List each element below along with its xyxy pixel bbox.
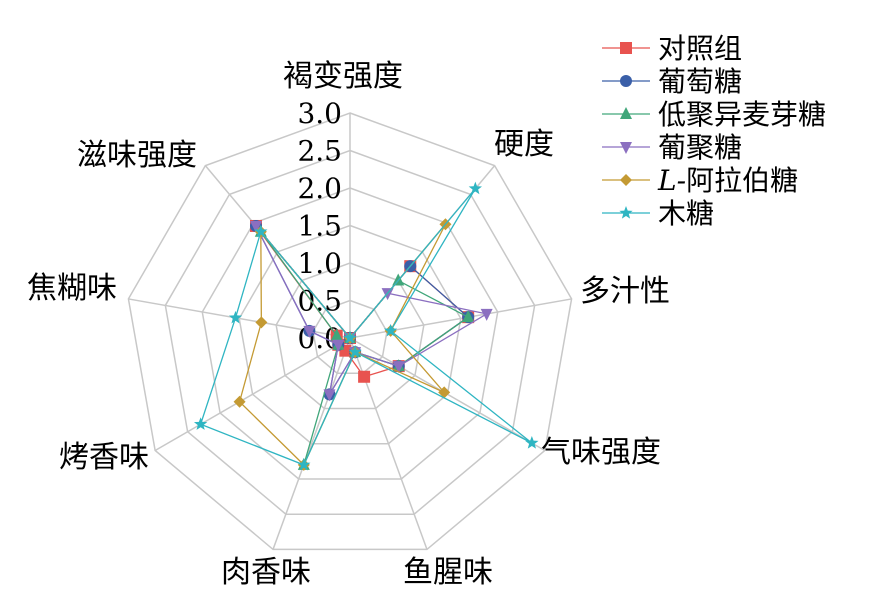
legend-label: 葡聚糖	[658, 131, 742, 164]
data-point	[525, 436, 539, 449]
legend-item: L-阿拉伯糖	[602, 164, 798, 197]
grid-ring	[275, 262, 425, 410]
data-point	[392, 361, 405, 374]
legend-item: 低聚异麦芽糖	[602, 98, 826, 131]
axis-label: 滋味强度	[77, 138, 197, 173]
tick-label: 1.5	[297, 210, 342, 243]
grid-spoke	[154, 337, 351, 452]
grid-ring	[201, 187, 499, 480]
data-point	[462, 310, 475, 323]
axis-label: 焦糊味	[27, 271, 117, 306]
data-point	[323, 389, 336, 402]
legend-marker	[620, 107, 632, 119]
grid-ring	[164, 149, 536, 515]
series-2	[254, 224, 475, 470]
data-point	[383, 323, 398, 337]
axis-label: 肉香味	[221, 555, 311, 590]
axis-label: 多汁性	[580, 274, 670, 309]
data-point	[193, 417, 208, 430]
data-point	[480, 308, 493, 321]
legend-item: 葡聚糖	[602, 131, 742, 164]
axis-label: 烤香味	[59, 440, 149, 475]
axis-label: 气味强度	[541, 435, 661, 470]
legend-marker	[620, 174, 632, 186]
axis-label: 硬度	[494, 127, 554, 162]
data-point	[343, 331, 357, 344]
legend-label: 低聚异麦芽糖	[658, 98, 826, 131]
series-5	[193, 181, 539, 471]
grid-spoke	[349, 298, 572, 339]
grid-ring	[238, 224, 462, 445]
series-3	[249, 220, 493, 402]
data-point	[254, 224, 268, 238]
tick-label: 2.0	[297, 172, 342, 205]
legend-label: 对照组	[658, 32, 742, 65]
series-line	[199, 188, 533, 466]
series-line	[260, 231, 470, 466]
series-line	[255, 225, 489, 395]
legend-marker	[620, 75, 632, 87]
legend-marker	[619, 206, 633, 219]
series-0	[249, 219, 475, 383]
legend-item: 木糖	[602, 197, 714, 230]
data-point	[249, 220, 262, 233]
data-point	[228, 310, 243, 324]
tick-label: 2.5	[297, 135, 342, 168]
legend-label: 木糖	[658, 197, 714, 230]
legend-label: L-阿拉伯糖	[657, 164, 798, 197]
data-point	[255, 316, 268, 329]
legend-item: 对照组	[602, 32, 742, 65]
data-point	[332, 339, 345, 352]
tick-label: 3.0	[297, 97, 342, 130]
data-point	[438, 386, 451, 399]
grid-ring	[312, 299, 388, 374]
grid-spoke	[272, 337, 351, 550]
grid-ring	[127, 112, 573, 551]
data-point	[358, 370, 371, 383]
legend-label: 葡萄糖	[658, 65, 742, 98]
data-point	[348, 345, 362, 358]
tick-label: 1.0	[297, 247, 342, 280]
legend-item: 葡萄糖	[602, 65, 742, 98]
data-point	[303, 325, 316, 338]
data-point	[468, 181, 483, 195]
data-point	[297, 457, 311, 471]
data-point	[330, 328, 343, 341]
legend-marker	[620, 42, 632, 54]
axis-label: 鱼腥味	[403, 555, 493, 590]
legend-marker	[620, 142, 632, 154]
data-point	[233, 395, 246, 408]
axis-label: 褐变强度	[283, 59, 403, 94]
